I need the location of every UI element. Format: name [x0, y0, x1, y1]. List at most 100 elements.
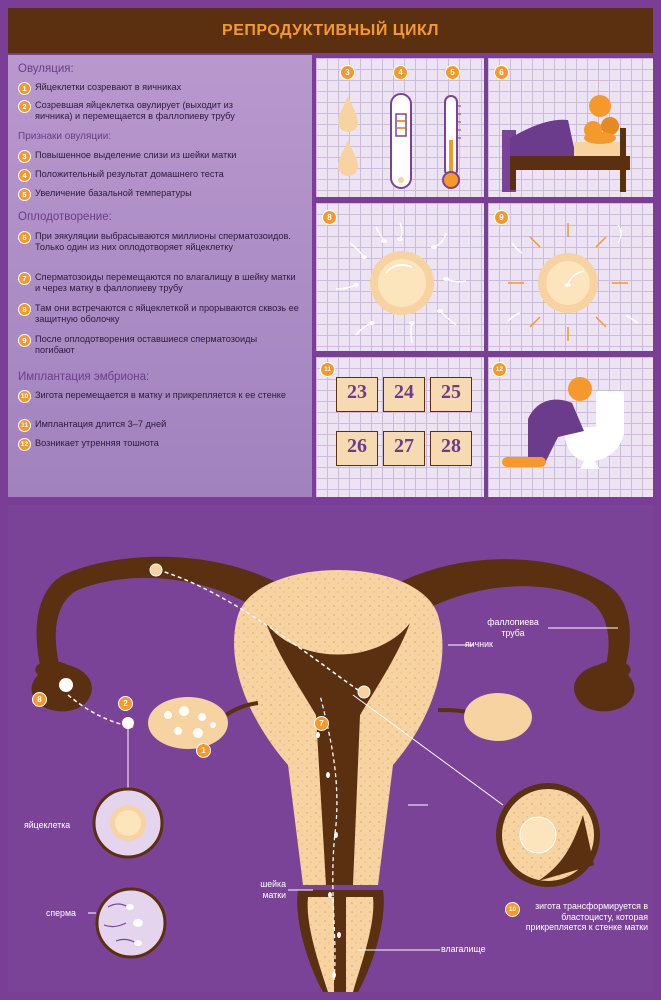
section-heading-ovulation: Овуляция: [18, 63, 74, 75]
head-icon [589, 95, 611, 117]
panel-number: 9 [494, 210, 509, 225]
right-ovary [464, 693, 532, 741]
uterus-illustration [31, 556, 635, 992]
marker: 7 [314, 716, 329, 731]
section-heading-fertilization: Оплодотворение: [18, 211, 112, 223]
list-item-text: Там они встречаются с яйцеклеткой и прор… [35, 303, 299, 324]
blanket-icon [510, 119, 578, 166]
nausea-illustration [502, 377, 624, 469]
list-item-text: При эякуляции выбрасываются миллионы спе… [35, 231, 291, 252]
list-item: 5 Увеличение базальной температуры [18, 188, 303, 201]
panel-nausea: 12 [488, 357, 653, 497]
toilet-tank-icon [596, 391, 624, 437]
number-badge: 3 [18, 150, 31, 163]
number-badge: 2 [18, 100, 31, 113]
calendar-day: 27 [394, 435, 414, 457]
panel-number: 3 [340, 65, 355, 80]
calendar-day: 24 [394, 381, 414, 403]
panel-number: 5 [445, 65, 460, 80]
released-egg-icon [122, 717, 134, 729]
list-item: 9 После оплодотворения оставшиеся сперма… [18, 334, 303, 356]
list-item: 11 Имплантация длится 3–7 дней [18, 419, 303, 432]
pregnancy-test-icon [390, 93, 412, 189]
right-fimbriae [574, 660, 635, 712]
number-badge: 7 [18, 272, 31, 285]
label-vagina: влагалище [441, 944, 486, 954]
list-item-text: Имплантация длится 3–7 дней [35, 419, 167, 429]
left-ovary [148, 697, 228, 749]
label-ovary: яичник [465, 639, 493, 649]
list-item: 4 Положительный результат домашнего тест… [18, 169, 303, 182]
section-heading-implantation: Имплантация эмбриона: [18, 371, 150, 383]
sperm-magnifier [95, 887, 167, 959]
list-item: 12 Возникает утренняя тошнота [18, 438, 303, 451]
panel-bed: 6 [488, 58, 653, 197]
calendar-page: 28 [430, 431, 472, 466]
label-egg: яйцеклетка [24, 820, 71, 830]
toilet-icon [564, 427, 624, 469]
calendar-day: 26 [347, 435, 367, 457]
list-item-text: Положительный результат домашнего теста [35, 169, 224, 179]
number-badge: 4 [18, 169, 31, 182]
text-panel: Овуляция: 1 Яйцеклетки созревают в яични… [8, 55, 312, 497]
calendar-page: 27 [383, 431, 425, 466]
calendar-page: 26 [336, 431, 378, 466]
list-item: 6 При эякуляции выбрасываются миллионы с… [18, 231, 303, 253]
list-item-text: Возникает утренняя тошнота [35, 438, 159, 448]
list-item-text: Зигота перемещается в матку и прикрепляе… [35, 390, 287, 400]
list-item: 2 Созревшая яйцеклетка овулирует (выходи… [18, 100, 303, 122]
list-item: 3 Повышенное выделение слизи из шейки ма… [18, 150, 303, 163]
fertilization-site-icon [59, 678, 73, 692]
number-badge: 8 [18, 303, 31, 316]
number-badge: 9 [18, 334, 31, 347]
calendar-page: 24 [383, 377, 425, 412]
mucus-drop-icon [338, 140, 358, 176]
panel-number: 6 [494, 65, 509, 80]
list-item-text: Яйцеклетки созревают в яичниках [35, 82, 182, 92]
page-title: РЕПРОДУКТИВНЫЙ ЦИКЛ [222, 21, 439, 39]
list-item-text: Сперматозоиды перемещаются по влагалищу … [35, 272, 296, 293]
list-item-text: После оплодотворения оставшиеся спермато… [35, 334, 258, 355]
list-item: 8 Там они встречаются с яйцеклеткой и пр… [18, 303, 303, 325]
list-item-text: Увеличение базальной температуры [35, 188, 192, 198]
calendar-day: 25 [441, 381, 461, 403]
section-heading-signs: Признаки овуляции: [18, 131, 112, 142]
panel-egg-sperm: 8 [316, 203, 484, 351]
egg-in-tube-icon [149, 563, 163, 577]
panel-signs: 3 4 5 [316, 58, 484, 197]
label-blastocyst: зигота трансформируется в бластоцисту, к… [525, 901, 648, 932]
number-badge: 6 [18, 231, 31, 244]
title-bar: РЕПРОДУКТИВНЫЙ ЦИКЛ [8, 8, 653, 53]
marker: 8 [32, 692, 47, 707]
list-item: 7 Сперматозоиды перемещаются по влагалищ… [18, 272, 303, 294]
signs-illustration [338, 93, 461, 189]
number-badge: 12 [18, 438, 31, 451]
number-badge: 1 [18, 82, 31, 95]
panel-fertilized-egg: 9 [488, 203, 653, 351]
list-item: 1 Яйцеклетки созревают в яичниках [18, 82, 303, 95]
uterine-cavity [266, 623, 410, 885]
calendar-day: 23 [347, 381, 367, 403]
list-item-text: Повышенное выделение слизи из шейки матк… [35, 150, 237, 160]
follicles [164, 706, 216, 738]
bed-illustration [502, 95, 630, 192]
label-sperm: сперма [46, 908, 76, 918]
list-item: 10 Зигота перемещается в матку и прикреп… [18, 390, 303, 403]
calendar-page: 23 [336, 377, 378, 412]
head-icon [568, 377, 592, 401]
anatomy-diagram: 8 2 1 7 10 фаллопиева труба яичник яйцек… [8, 505, 653, 992]
panel-number: 8 [322, 210, 337, 225]
number-badge: 11 [18, 419, 31, 432]
label-cervix: шейка матки [260, 879, 286, 900]
marker: 2 [118, 696, 133, 711]
label-fallopian-tube: фаллопиева труба [487, 617, 539, 638]
panel-number: 11 [320, 362, 335, 377]
panel-number: 4 [393, 65, 408, 80]
number-badge: 5 [18, 188, 31, 201]
mucus-drop-icon [338, 96, 358, 132]
panel-number: 12 [492, 362, 507, 377]
marker: 1 [196, 743, 211, 758]
list-item-text: Созревшая яйцеклетка овулирует (выходит … [35, 100, 235, 121]
calendar-day: 28 [441, 435, 461, 457]
